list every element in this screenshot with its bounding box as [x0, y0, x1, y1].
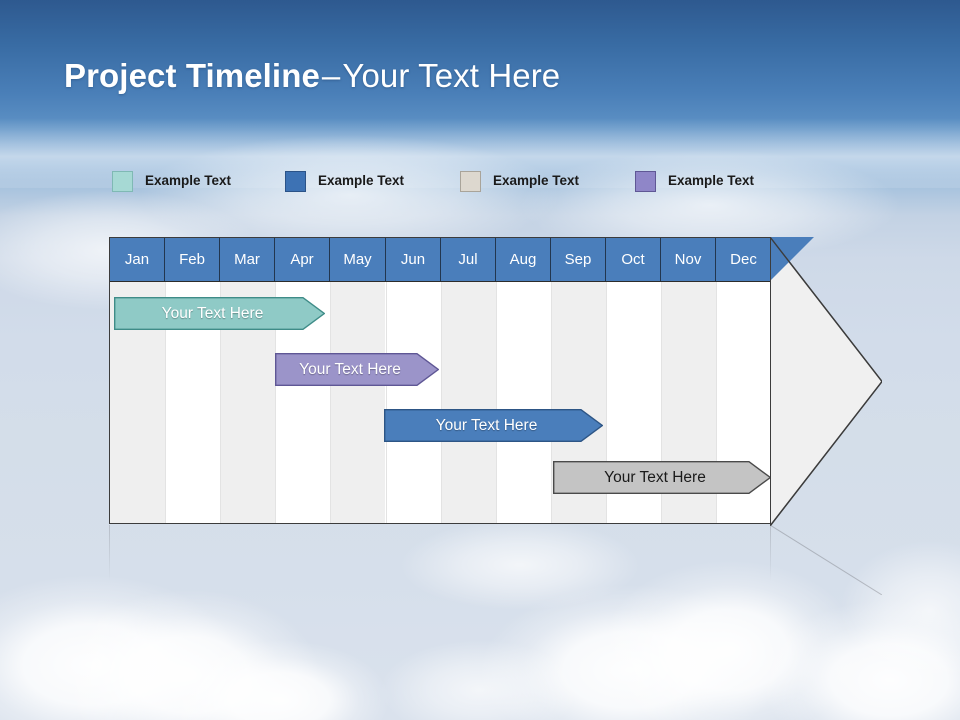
column-stripe: [220, 238, 275, 523]
page-title-light: Your Text Here: [342, 57, 561, 94]
arrow-reflection-shape: [769, 524, 883, 596]
reflection-line: [770, 525, 771, 581]
legend-label-1: Example Text: [145, 173, 232, 189]
task-bar-4[interactable]: Your Text Here: [553, 461, 770, 494]
month-label: Dec: [730, 251, 757, 268]
column-separator: [716, 282, 717, 523]
month-label: May: [343, 251, 372, 268]
month-label: Jan: [124, 251, 150, 268]
cloud-shape: [380, 640, 580, 720]
task-bar-3-shape: [384, 409, 603, 442]
month-label: Aug: [509, 251, 537, 268]
month-label: Mar: [234, 251, 260, 268]
legend-swatch-beige: [460, 170, 481, 192]
month-cell-jun[interactable]: Jun: [386, 238, 441, 281]
column-separator: [606, 282, 607, 523]
column-separator: [220, 282, 221, 523]
task-bar-2[interactable]: Your Text Here: [275, 353, 439, 386]
task-bar-1[interactable]: Your Text Here: [114, 297, 325, 330]
column-separator: [496, 282, 497, 523]
task-bar-1-label: Your Text Here: [161, 304, 264, 322]
column-separator: [165, 282, 166, 523]
month-cell-dec[interactable]: Dec: [716, 238, 770, 281]
cloud-shape: [170, 640, 390, 720]
page-title-bold: Project Timeline: [64, 57, 320, 94]
month-cell-may[interactable]: May: [330, 238, 386, 281]
column-separator: [551, 282, 552, 523]
month-cell-oct[interactable]: Oct: [606, 238, 661, 281]
cloud-shape: [60, 590, 320, 720]
month-cell-mar[interactable]: Mar: [220, 238, 275, 281]
arrow-head-shape: [769, 234, 883, 529]
month-cell-feb[interactable]: Feb: [165, 238, 220, 281]
legend-label-3: Example Text: [493, 173, 580, 189]
legend-item-1[interactable]: Example Text: [112, 169, 231, 193]
task-bar-4-shape: [553, 461, 770, 494]
column-separator: [330, 282, 331, 523]
cloud-shape: [480, 585, 780, 720]
column-separator: [275, 282, 276, 523]
task-bar-4-label: Your Text Here: [604, 468, 706, 486]
chart-reflection: [109, 525, 771, 589]
cloud-shape: [760, 600, 960, 720]
legend-swatch-teal: [112, 170, 133, 192]
cloud-shape: [400, 520, 640, 610]
task-bar-2-shape: [275, 353, 439, 386]
cloud-shape: [840, 540, 960, 680]
month-cell-nov[interactable]: Nov: [661, 238, 716, 281]
chart-frame: Jan Feb Mar Apr May Jun Jul Aug Sep Oct …: [109, 237, 771, 524]
legend-swatch-purple: [635, 170, 656, 192]
month-label: Sep: [564, 251, 592, 268]
month-cell-sep[interactable]: Sep: [551, 238, 606, 281]
month-label: Feb: [179, 251, 205, 268]
page-title: Project Timeline–Your Text Here: [64, 57, 560, 95]
cloud-shape: [600, 560, 860, 720]
legend-item-4[interactable]: Example Text: [635, 169, 754, 193]
month-label: Nov: [674, 251, 702, 268]
month-cell-aug[interactable]: Aug: [496, 238, 551, 281]
arrow-reflection: [769, 524, 883, 596]
month-label: Apr: [290, 251, 314, 268]
month-label: Jul: [458, 251, 478, 268]
column-separator: [386, 282, 387, 523]
column-stripe: [441, 238, 496, 523]
legend-item-3[interactable]: Example Text: [460, 169, 579, 193]
task-bar-3[interactable]: Your Text Here: [384, 409, 603, 442]
month-label: Jun: [400, 251, 426, 268]
reflection-line: [109, 525, 110, 581]
column-separator: [441, 282, 442, 523]
legend-swatch-blue: [285, 170, 306, 192]
month-cell-jan[interactable]: Jan: [110, 238, 165, 281]
task-bar-2-label: Your Text Here: [299, 360, 401, 378]
legend-label-4: Example Text: [668, 173, 755, 189]
month-cell-apr[interactable]: Apr: [275, 238, 330, 281]
task-bar-3-label: Your Text Here: [435, 416, 538, 434]
column-separator: [661, 282, 662, 523]
month-cell-jul[interactable]: Jul: [441, 238, 496, 281]
gantt-chart: Jan Feb Mar Apr May Jun Jul Aug Sep Oct …: [109, 237, 771, 524]
legend-item-2[interactable]: Example Text: [285, 169, 404, 193]
column-stripe: [110, 238, 165, 523]
timeline-arrow-head: [769, 234, 883, 529]
cloud-shape: [0, 575, 240, 720]
page-title-dash: –: [321, 57, 341, 94]
month-label: Oct: [621, 251, 645, 268]
legend-label-2: Example Text: [318, 173, 405, 189]
